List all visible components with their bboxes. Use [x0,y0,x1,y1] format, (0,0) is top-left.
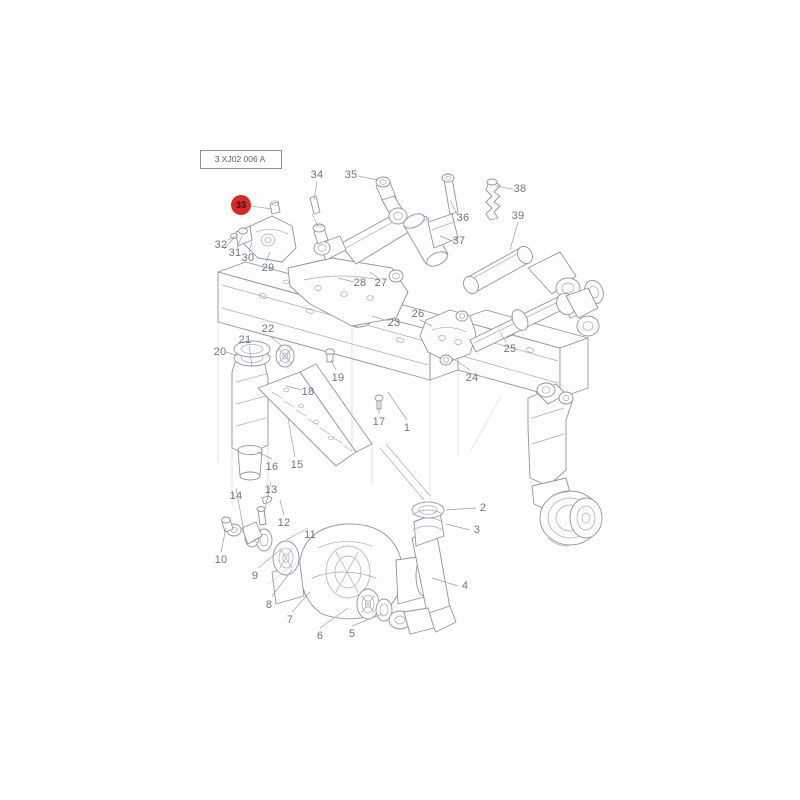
callout-number-15: 15 [290,459,304,471]
bearing-stack-right [356,588,393,622]
callout-number-12: 12 [277,517,291,529]
callout-number-34: 34 [310,169,324,181]
callout-number-26: 26 [411,308,425,320]
callout-number-32: 32 [214,239,228,251]
callout-number-23: 23 [387,317,401,329]
callout-number-2: 2 [479,502,487,514]
callout-number-30: 30 [241,252,255,264]
callout-leader-lines [220,175,519,629]
callout-number-8: 8 [265,599,273,611]
drawing-code-label: 3 XJ02 006 A [214,153,266,164]
highlight-leader-line [250,205,273,210]
steering-arm-slotted [257,363,373,467]
callout-number-18: 18 [301,386,315,398]
callout-number-13: 13 [264,484,278,496]
callout-number-29: 29 [261,262,275,274]
callout-number-27: 27 [374,277,388,289]
highlighted-part-marker-33[interactable]: 33 [231,195,251,215]
callout-number-21: 21 [238,334,252,346]
callout-number-31: 31 [228,247,242,259]
left-swivel-housing [231,340,271,481]
callout-number-19: 19 [331,372,345,384]
callout-number-36: 36 [456,212,470,224]
drag-link-assembly [309,173,533,295]
callout-number-28: 28 [353,277,367,289]
differential-housing [271,523,433,620]
bearing-stack-left [221,495,300,576]
callout-number-9: 9 [251,570,259,582]
callout-number-22: 22 [261,323,275,335]
main-tie-rod [469,287,600,353]
callout-number-3: 3 [473,524,481,536]
upper-left-casting [227,200,297,263]
callout-number-4: 4 [461,580,469,592]
callout-number-16: 16 [265,461,279,473]
callout-number-17: 17 [372,416,386,428]
callout-number-20: 20 [213,346,227,358]
callout-number-38: 38 [513,183,527,195]
callout-number-24: 24 [465,372,479,384]
callout-number-14: 14 [229,490,243,502]
bolt-19 [325,348,335,363]
washer-stack-22 [275,344,295,368]
callout-number-10: 10 [214,554,228,566]
callout-number-7: 7 [286,614,294,626]
callout-number-25: 25 [503,343,517,355]
highlighted-part-number: 33 [235,199,246,210]
drawing-code-box [200,150,282,169]
callout-number-39: 39 [511,210,525,222]
right-hub-assembly [527,382,603,547]
callout-number-6: 6 [316,630,324,642]
callout-number-37: 37 [452,235,466,247]
steering-bracket-24 [419,309,477,366]
callout-number-5: 5 [348,628,356,640]
steering-cylinder-lower [379,443,457,635]
callout-number-11: 11 [304,529,316,541]
top-bracket-28 [287,257,409,327]
construction-lines [217,321,501,585]
callout-number-35: 35 [344,169,358,181]
callout-number-1: 1 [403,422,411,434]
